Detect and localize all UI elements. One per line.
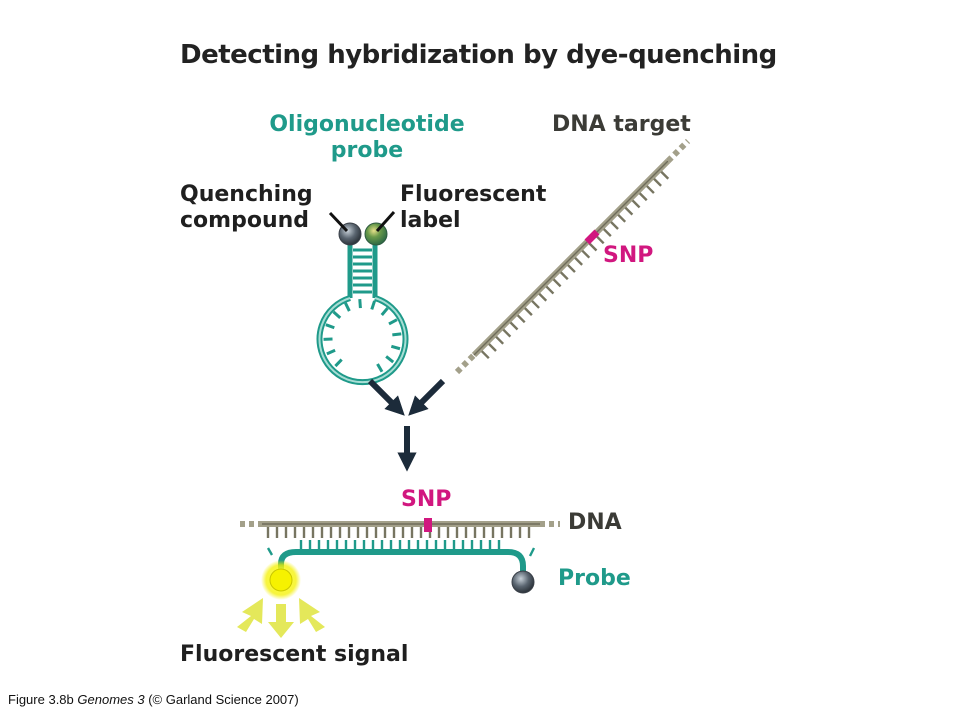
base-tick bbox=[385, 355, 395, 364]
probe-base-pairs bbox=[299, 540, 501, 550]
arrow-icon bbox=[237, 598, 263, 632]
oligonucleotide-probe-label: Oligonucleotide probe bbox=[269, 112, 465, 163]
hairpin-probe bbox=[316, 210, 409, 386]
base-tick bbox=[334, 358, 343, 368]
fluorescent-signal-label: Fluorescent signal bbox=[180, 642, 409, 667]
base-tick bbox=[358, 298, 362, 309]
dna-target-label: DNA target bbox=[552, 112, 691, 137]
dna-label: DNA bbox=[568, 510, 622, 535]
quencher-sphere-icon bbox=[511, 570, 535, 594]
base-tick bbox=[638, 192, 648, 202]
base-tick bbox=[653, 178, 662, 187]
quencher-pointer-line bbox=[328, 211, 349, 233]
base-tick bbox=[480, 350, 490, 360]
base-tick bbox=[610, 221, 619, 230]
arrow-icon bbox=[299, 598, 325, 632]
base-tick bbox=[325, 323, 335, 330]
quenching-compound-label: Quenching compound bbox=[180, 182, 313, 233]
arrow-icon bbox=[268, 604, 294, 638]
fluorophore-pointer-line bbox=[375, 210, 396, 233]
snp-marker-target bbox=[584, 229, 600, 245]
base-tick bbox=[660, 170, 670, 180]
base-tick bbox=[531, 300, 540, 309]
base-tick bbox=[392, 332, 402, 337]
base-tick bbox=[581, 249, 591, 259]
dna-bases bbox=[266, 527, 531, 538]
base-tick bbox=[332, 310, 342, 320]
dna-target-strand bbox=[454, 138, 691, 375]
base-tick bbox=[380, 307, 389, 316]
snp-label-target: SNP bbox=[603, 243, 654, 268]
base-tick bbox=[538, 292, 548, 302]
base-tick bbox=[344, 302, 351, 312]
base-tick bbox=[509, 321, 519, 331]
hybrid-complex bbox=[237, 518, 560, 638]
arrow-icon bbox=[367, 378, 405, 416]
base-tick bbox=[516, 314, 526, 324]
base-tick bbox=[567, 264, 576, 273]
base-tick bbox=[617, 213, 627, 223]
base-tick bbox=[390, 344, 401, 351]
probe-loop-bases bbox=[323, 298, 402, 373]
probe-label: Probe bbox=[558, 566, 631, 591]
fluorescent-label-label: Fluorescent label bbox=[400, 182, 547, 233]
arrow-icon bbox=[408, 378, 446, 416]
figure-caption: Figure 3.8b Genomes 3 (© Garland Science… bbox=[8, 692, 299, 707]
base-tick bbox=[388, 318, 398, 326]
dna-target-bases bbox=[480, 170, 670, 360]
emission-arrows bbox=[237, 598, 325, 638]
base-tick bbox=[552, 278, 562, 288]
base-tick bbox=[559, 271, 569, 281]
base-tick bbox=[326, 348, 336, 356]
base-tick bbox=[524, 307, 533, 316]
base-tick bbox=[602, 228, 612, 238]
arrows bbox=[367, 378, 446, 472]
probe-stem-base-pairs bbox=[353, 248, 372, 294]
base-tick bbox=[488, 343, 497, 352]
base-tick bbox=[495, 335, 505, 345]
base-tick bbox=[545, 285, 555, 295]
snp-label-hybrid: SNP bbox=[401, 487, 452, 512]
fluorophore-sphere-icon bbox=[364, 222, 388, 246]
base-tick bbox=[376, 363, 384, 373]
figure-title: Detecting hybridization by dye-quenching bbox=[180, 40, 777, 70]
glowing-fluorophore-icon bbox=[269, 568, 293, 592]
probe-strand bbox=[278, 549, 526, 578]
base-tick bbox=[595, 235, 605, 245]
base-tick bbox=[624, 206, 634, 216]
base-tick bbox=[631, 199, 641, 209]
base-tick bbox=[574, 257, 583, 266]
base-tick bbox=[588, 242, 598, 252]
base-tick bbox=[370, 300, 376, 310]
base-tick bbox=[646, 185, 655, 194]
base-tick bbox=[502, 328, 512, 338]
